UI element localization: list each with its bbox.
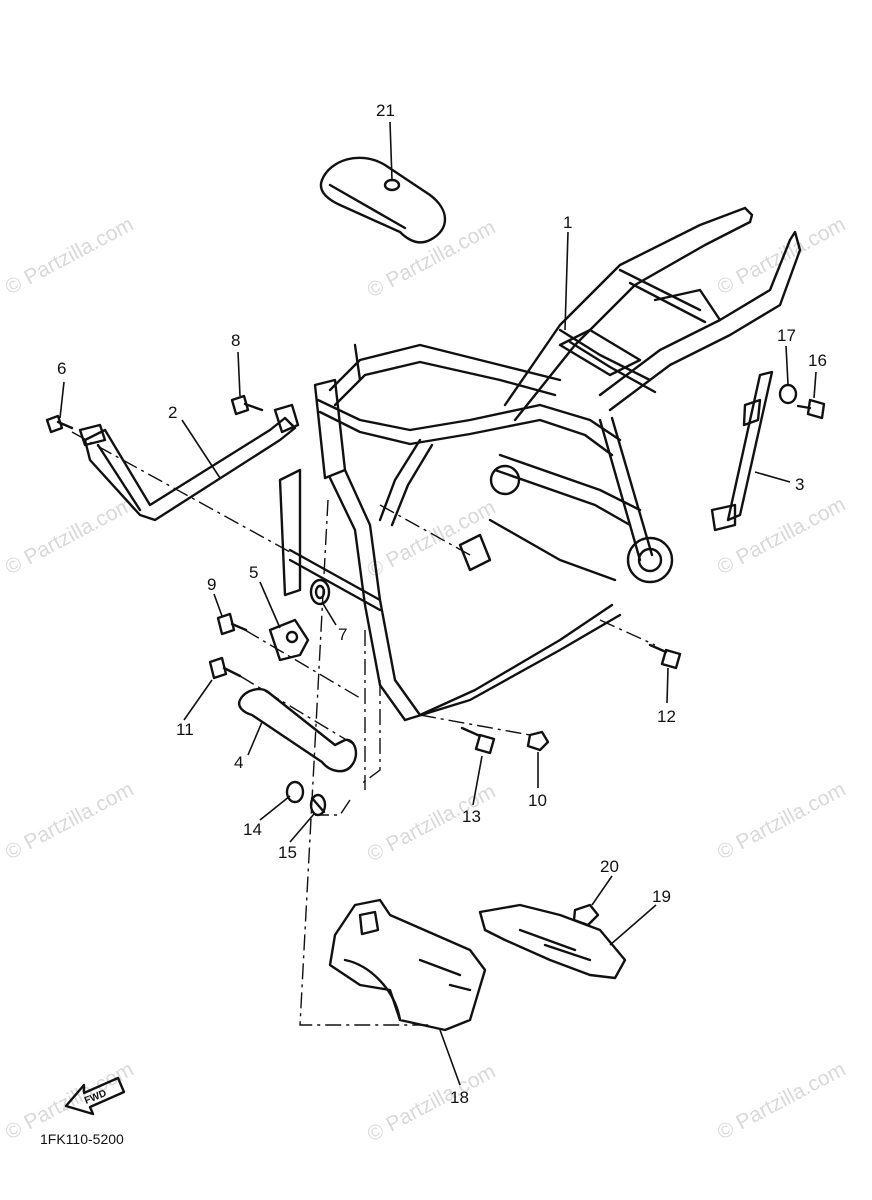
part-2-front-stay[interactable] [78, 403, 300, 522]
part-11-bolt[interactable] [208, 656, 242, 680]
callout-16[interactable]: 16 [808, 351, 827, 370]
callout-10[interactable]: 10 [528, 791, 547, 810]
callout-11[interactable]: 11 [176, 720, 194, 739]
callout-20[interactable]: 20 [600, 857, 619, 876]
callout-labels: 21 1 2 3 4 5 6 7 8 9 10 11 12 13 14 15 1… [57, 101, 827, 1107]
part-1-main-frame[interactable] [278, 206, 802, 722]
callout-7[interactable]: 7 [338, 625, 347, 644]
watermark: © Partzilla.com [2, 493, 138, 580]
watermark: © Partzilla.com [714, 1058, 850, 1145]
callout-6[interactable]: 6 [57, 359, 66, 378]
callout-3[interactable]: 3 [795, 475, 804, 494]
part-21-cover[interactable] [319, 156, 447, 244]
callout-21[interactable]: 21 [376, 101, 395, 120]
callout-12[interactable]: 12 [657, 707, 676, 726]
watermark: © Partzilla.com [2, 778, 138, 865]
callout-9[interactable]: 9 [207, 575, 216, 594]
callout-4[interactable]: 4 [234, 753, 243, 772]
callout-18[interactable]: 18 [450, 1088, 469, 1107]
watermark-layer: © Partzilla.com © Partzilla.com © Partzi… [2, 213, 850, 1147]
part-5-bracket-plate[interactable] [268, 618, 310, 662]
part-16-bolt[interactable] [796, 398, 826, 420]
watermark: © Partzilla.com [714, 778, 850, 865]
watermark: © Partzilla.com [2, 213, 138, 300]
part-7-collar[interactable] [309, 578, 331, 606]
part-20-fastener[interactable] [572, 903, 600, 927]
callout-15[interactable]: 15 [278, 843, 297, 862]
callout-19[interactable]: 19 [652, 887, 671, 906]
part-14-collar[interactable] [285, 780, 305, 804]
part-12-bolt[interactable] [648, 643, 682, 670]
drawing-code: 1FK110-5200 [40, 1131, 124, 1147]
part-6-bolt[interactable] [45, 414, 74, 434]
callout-2[interactable]: 2 [168, 403, 177, 422]
part-4-engine-bracket[interactable] [238, 688, 358, 773]
callout-14[interactable]: 14 [243, 820, 262, 839]
part-19-plate[interactable] [478, 903, 627, 980]
part-13-bolt[interactable] [460, 726, 496, 755]
callout-5[interactable]: 5 [249, 563, 258, 582]
callout-8[interactable]: 8 [231, 331, 240, 350]
watermark: © Partzilla.com [714, 213, 850, 300]
part-10-nut[interactable] [526, 730, 550, 752]
leader-lines [59, 121, 817, 1086]
callout-17[interactable]: 17 [777, 326, 796, 345]
part-17-washer[interactable] [778, 383, 798, 405]
part-9-bolt[interactable] [216, 612, 248, 636]
callout-1[interactable]: 1 [563, 213, 572, 232]
callout-13[interactable]: 13 [462, 807, 481, 826]
part-3-rear-stay[interactable] [710, 370, 774, 532]
part-8-bolt[interactable] [230, 394, 264, 416]
watermark: © Partzilla.com [364, 1060, 500, 1147]
assembly-lines [71, 431, 656, 1026]
part-18-lower-cover[interactable] [328, 898, 487, 1032]
part-15-collar[interactable] [309, 793, 327, 817]
